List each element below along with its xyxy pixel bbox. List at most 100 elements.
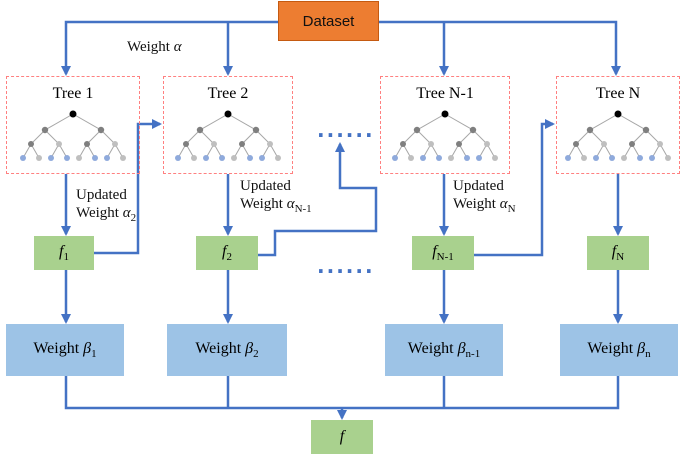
tree-edge	[44, 129, 60, 145]
tree-leaf-node	[76, 155, 82, 161]
weight-text: Weight	[33, 339, 84, 357]
tree-edge	[444, 113, 474, 131]
f-symbol: f	[432, 242, 437, 260]
tree-root-node	[69, 110, 77, 118]
tree-edge	[227, 113, 257, 131]
tree-node	[428, 141, 434, 147]
tree-node	[629, 141, 635, 147]
tree-edge	[589, 113, 619, 131]
tree-node	[456, 141, 462, 147]
tree-leaf-node	[492, 155, 498, 161]
tree-edge	[617, 113, 647, 131]
tree-node	[586, 126, 594, 134]
f-box-n: fN	[587, 236, 649, 270]
tree-leaf-node	[581, 155, 587, 161]
weight-beta-box-n: Weight βn	[560, 324, 678, 376]
tree-edge	[44, 113, 74, 131]
weight-beta-box-n-1: Weight βn-1	[385, 324, 503, 376]
weight-sub: 2	[253, 348, 259, 361]
output-f-symbol: f	[339, 428, 345, 445]
updated-symbol: α	[286, 196, 295, 212]
tree-node	[84, 141, 90, 147]
tree-leaf-node	[408, 155, 414, 161]
tree-label: Tree 2	[207, 85, 249, 102]
f-sub: N-1	[436, 251, 454, 264]
tree-box-2: Tree 2	[163, 76, 293, 174]
tree-leaf-node	[436, 155, 442, 161]
tree-edge	[241, 129, 257, 145]
ellipsis-top: ......	[317, 118, 375, 142]
tree-node	[573, 141, 579, 147]
tree-edge	[185, 129, 201, 145]
updated-sub: 2	[130, 212, 137, 224]
arrow-f1-to-tree-2	[94, 119, 162, 255]
tree-edge	[589, 129, 605, 145]
updated-line1: Updated	[240, 178, 291, 194]
tree-root-node	[441, 110, 449, 118]
f-sub: 1	[63, 251, 69, 264]
ellipsis-middle: ......	[317, 254, 375, 278]
weight-alpha-symbol: α	[173, 39, 182, 55]
tree-node	[211, 141, 217, 147]
arrow-dataset-to-tree-n	[379, 20, 621, 76]
weight-beta-box-2: Weight β2	[167, 324, 287, 376]
updated-weight-label-2: Updated Weight αN-1	[240, 177, 312, 218]
tree-node	[267, 141, 273, 147]
tree-label: Tree N	[595, 85, 641, 102]
tree-node	[239, 141, 245, 147]
tree-icon-1	[20, 110, 126, 161]
tree-leaf-node	[36, 155, 42, 161]
weight-symbol: β	[83, 339, 92, 357]
tree-edge	[402, 129, 418, 145]
weight-symbol: β	[637, 339, 646, 357]
updated-weight-label-1: Updated Weight α2	[76, 186, 136, 227]
tree-node	[252, 126, 260, 134]
updated-sub: N	[507, 203, 516, 215]
tree-box-1: Tree 1	[6, 76, 140, 174]
weight-symbol: β	[457, 339, 466, 357]
f-symbol: f	[222, 242, 227, 260]
tree-leaf-node	[593, 155, 599, 161]
tree-label: Tree 1	[52, 85, 94, 102]
tree-node	[601, 141, 607, 147]
tree-leaf-node	[420, 155, 426, 161]
weight-text: Weight	[587, 339, 638, 357]
tree-leaf-node	[464, 155, 470, 161]
tree-edge	[645, 129, 661, 145]
tree-node	[469, 126, 477, 134]
tree-edge	[416, 113, 446, 131]
tree-leaf-node	[203, 155, 209, 161]
tree-leaf-node	[64, 155, 70, 161]
f-sub: N	[616, 251, 625, 264]
weight-sub: n-1	[465, 348, 481, 361]
updated-line2: Weight	[453, 196, 500, 212]
tree-box-n: Tree N	[556, 76, 680, 174]
updated-symbol: α	[122, 205, 131, 221]
weight-beta-box-1: Weight β1	[6, 324, 124, 376]
weight-sub: n	[645, 348, 651, 361]
tree-leaf-node	[191, 155, 197, 161]
tree-leaf-node	[665, 155, 671, 161]
weight-text: Weight	[195, 339, 246, 357]
tree-leaf-node	[609, 155, 615, 161]
tree-edge	[575, 129, 591, 145]
tree-node	[97, 126, 105, 134]
weight-symbol: β	[245, 339, 254, 357]
tree-leaf-node	[92, 155, 98, 161]
tree-label: Tree N-1	[416, 85, 474, 102]
tree-leaf-node	[231, 155, 237, 161]
updated-symbol: α	[499, 196, 508, 212]
tree-leaf-node	[637, 155, 643, 161]
tree-leaf-node	[175, 155, 181, 161]
f-sub: 2	[226, 251, 232, 264]
tree-edge	[472, 129, 488, 145]
tree-leaf-node	[392, 155, 398, 161]
tree-root-node	[614, 110, 622, 118]
updated-line1: Updated	[76, 187, 127, 203]
output-f-box: f	[311, 420, 373, 454]
f-box-1: f1	[34, 236, 94, 270]
tree-edge	[199, 129, 215, 145]
tree-edge	[72, 113, 102, 131]
tree-edge	[631, 129, 647, 145]
